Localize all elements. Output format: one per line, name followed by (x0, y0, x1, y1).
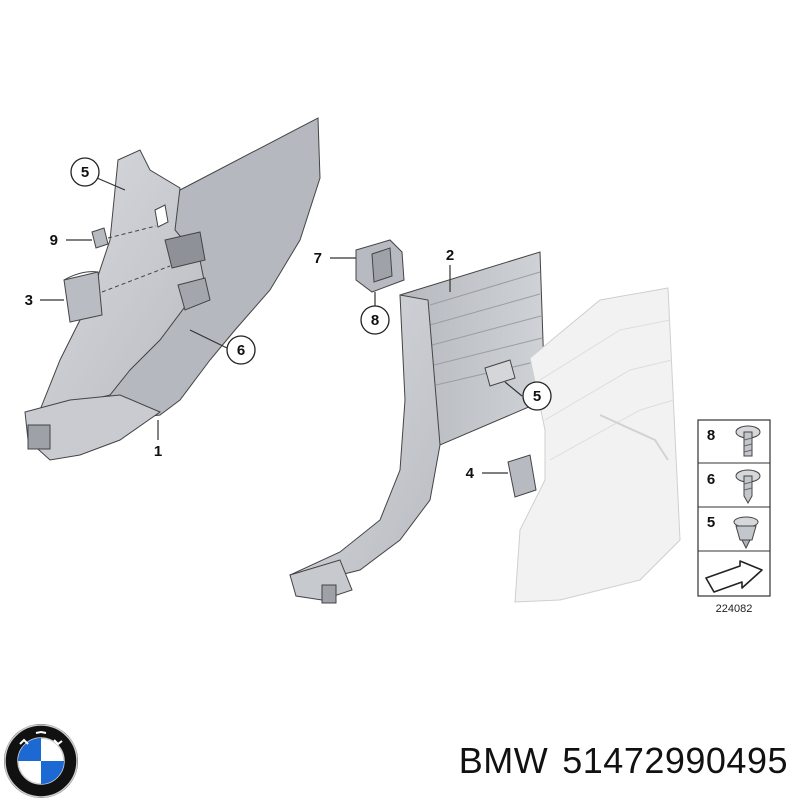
part-number: 51472990495 (562, 740, 788, 781)
callout-6: 6 (226, 335, 256, 365)
part-7-holder (355, 239, 405, 293)
brand-part-number: BMW 51472990495 (459, 740, 788, 782)
brand-name: BMW (458, 740, 549, 781)
part-1-trim-panel (24, 117, 321, 461)
legend-item-8-label: 8 (707, 427, 715, 444)
screw-icon (735, 469, 761, 505)
part-2-pillar-trim (289, 251, 546, 604)
part-9-clip (91, 225, 157, 249)
callout-7-label: 7 (314, 250, 322, 267)
screw-icon (735, 425, 761, 457)
callout-5-right: 5 (522, 381, 552, 411)
fastener-legend: 8 6 5 224082 (697, 419, 771, 615)
callout-1-label: 1 (154, 443, 162, 460)
callout-8: 8 (360, 305, 390, 335)
part-4-cover (507, 454, 537, 498)
adjacent-panel-ghost (514, 287, 681, 603)
arrow-icon (705, 560, 763, 593)
part-3-bracket (63, 265, 171, 323)
callout-5-top: 5 (70, 157, 100, 187)
callout-5-top-label: 5 (81, 164, 89, 181)
legend-item-6-label: 6 (707, 471, 715, 488)
callout-6-label: 6 (237, 342, 245, 359)
callout-9-label: 9 (50, 232, 58, 249)
callout-2-label: 2 (446, 247, 454, 264)
leader-lines (40, 177, 523, 474)
callout-3-label: 3 (25, 292, 33, 309)
callout-8-label: 8 (371, 312, 379, 329)
callout-5-right-label: 5 (533, 388, 541, 405)
callout-4-label: 4 (466, 465, 475, 482)
legend-item-5-label: 5 (707, 514, 715, 531)
bmw-logo-icon (2, 722, 80, 800)
clip-icon (733, 516, 759, 550)
diagram-code: 224082 (716, 603, 753, 615)
